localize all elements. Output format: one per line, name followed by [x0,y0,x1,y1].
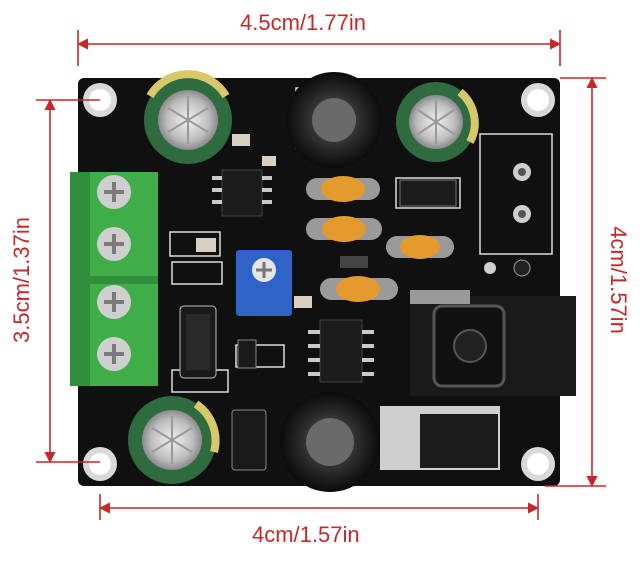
header-pins [484,163,531,277]
left-dimension-label: 3.5cm/1.37in [9,217,34,343]
inductor-top [286,72,382,168]
electrolytic-capacitor-top-right [396,82,479,162]
right-dimension-label: 4cm/1.57in [606,226,631,334]
ceramic-capacitors [306,176,454,302]
ic-chip-main [308,319,374,383]
electrolytic-capacitor-bottom-left [128,396,220,484]
mounting-holes [83,83,555,481]
trimmer-potentiometer [236,250,292,316]
dimension-lines [36,30,606,520]
smd-resistors [179,134,368,471]
bottom-dimension-label: 4cm/1.57in [252,522,360,547]
inductor-bottom [280,392,380,492]
ic-chip-top [212,169,272,217]
dc-barrel-jack [410,290,576,396]
screw-terminal-block [70,172,158,386]
mosfet [380,406,500,470]
diode-ss34 [399,179,457,207]
top-dimension-label: 4.5cm/1.77in [240,10,366,35]
electrolytic-capacitor-top-left [144,70,232,164]
